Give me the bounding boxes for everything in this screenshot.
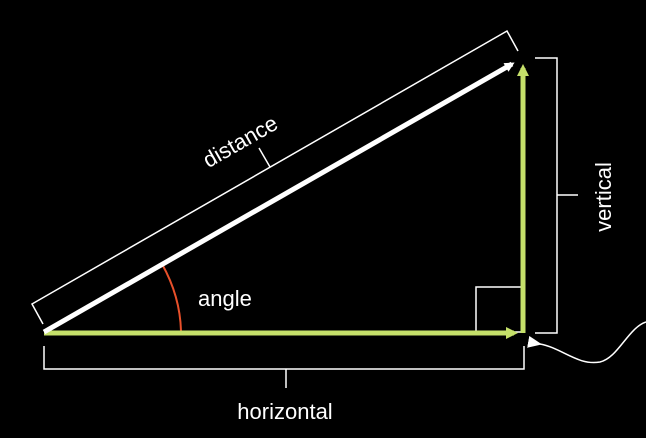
distance-bracket: [30, 29, 519, 325]
angle-arc: [161, 263, 182, 332]
angle-label: angle: [198, 286, 252, 311]
distance-arrow: [42, 61, 515, 335]
right-angle-marker: [475, 286, 523, 333]
horizontal-label: horizontal: [237, 399, 332, 424]
vertical-label: vertical: [591, 162, 616, 232]
vertical-bracket: [535, 57, 578, 334]
horizontal-bracket: [43, 346, 525, 388]
distance-label: distance: [199, 110, 283, 172]
pointer-curve: [527, 321, 646, 364]
